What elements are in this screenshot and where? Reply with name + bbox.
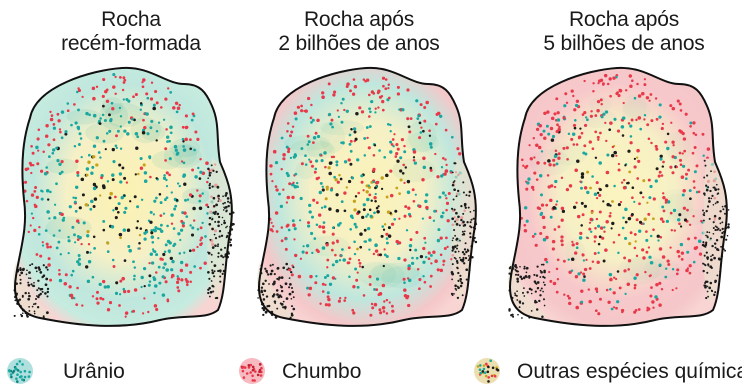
- legend-label-other: Outras espécies químicas: [517, 360, 742, 384]
- rock-body: [510, 68, 727, 326]
- legend-label-uranium: Urânio: [63, 360, 125, 384]
- legend-label-lead: Chumbo: [282, 360, 361, 384]
- lead-swatch-icon: [238, 357, 266, 385]
- rock-5-billion-years: [508, 68, 730, 326]
- rock-2-billion-years: [257, 68, 477, 326]
- other-species-swatch-icon: [473, 357, 501, 385]
- uranium-swatch-icon: [6, 357, 34, 385]
- rock-new: [13, 68, 235, 326]
